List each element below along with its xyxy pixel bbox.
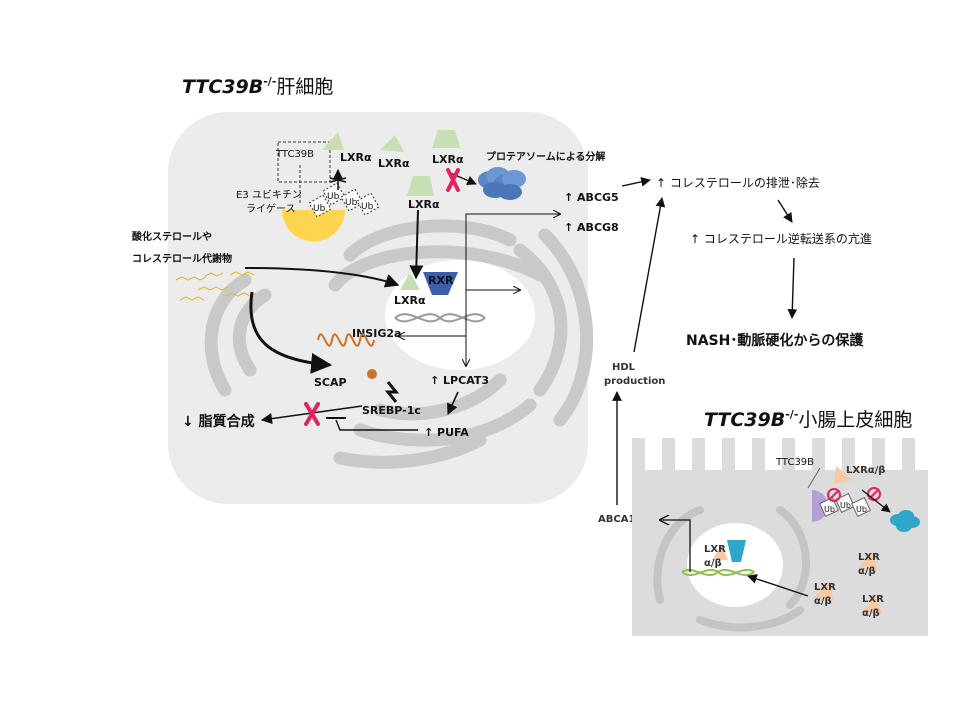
lpcat-label: ↑ LPCAT3 bbox=[430, 374, 489, 387]
intestine-degradation-arrow bbox=[861, 489, 891, 513]
pufa-inhibition bbox=[335, 419, 418, 431]
intestine-lxr-free-3: LXR bbox=[862, 594, 884, 605]
intestine-lxr-nuc-1: LXR bbox=[704, 544, 726, 555]
oxysterol-label-line1: 酸化ステロールや bbox=[132, 230, 212, 243]
liver-cell bbox=[168, 112, 594, 504]
lxr-shapes bbox=[322, 130, 460, 290]
liver-cell-body bbox=[168, 112, 588, 504]
intestine-title: TTC39B-/-小腸上皮細胞 bbox=[704, 408, 912, 431]
intestine-lxr-free-1: LXR bbox=[858, 552, 880, 563]
e3-label-line2: ライゲース bbox=[246, 203, 296, 215]
intestine-lxr-top-label: LXRα/β bbox=[846, 465, 885, 476]
intestine-cell bbox=[632, 438, 928, 636]
srebp-label: SREBP-1c bbox=[362, 404, 421, 417]
proteasome bbox=[478, 167, 526, 200]
abcg5-label: ↑ ABCG5 bbox=[564, 191, 619, 204]
intestine-rxr-shape bbox=[727, 540, 746, 562]
protection-label: NASH･動脈硬化からの保護 bbox=[686, 332, 864, 349]
excretion-to-reverse-arrow bbox=[777, 199, 793, 223]
intestine-lxr-free-2-ab: α/β bbox=[814, 596, 832, 607]
intestine-lxr-top-shape bbox=[834, 466, 852, 484]
scap-label: SCAP bbox=[314, 376, 347, 389]
intestine-ub-1: Ub bbox=[824, 505, 835, 514]
intestine-lxr-free-1-ab: α/β bbox=[858, 566, 876, 577]
intestine-lxr-free-1-shape bbox=[858, 552, 878, 570]
oxysterol-label-line2: コレステロール代謝物 bbox=[132, 252, 232, 265]
rxr-shape bbox=[423, 272, 458, 295]
intestine-lxr-free-2-shape bbox=[814, 582, 834, 600]
block-lipid-icon bbox=[304, 402, 320, 426]
intestine-lxr-nuclear-shape bbox=[712, 545, 728, 560]
liver-title: TTC39B-/-肝細胞 bbox=[182, 75, 333, 98]
srebp-shape bbox=[384, 381, 400, 403]
intestine-proteasome bbox=[890, 510, 920, 532]
lxr-label-1: LXRα bbox=[340, 151, 372, 164]
lxr-label-2: LXRα bbox=[378, 157, 410, 170]
dna-helix bbox=[394, 313, 486, 323]
degradation-arrow bbox=[447, 171, 477, 186]
intestine-lxr-free-3-ab: α/β bbox=[862, 608, 880, 619]
abcg8-label: ↑ ABCG8 bbox=[564, 221, 619, 234]
ubiquitin-chain bbox=[308, 182, 380, 218]
intestine-ub-3: Ub bbox=[856, 505, 867, 514]
hdl-label-line1: HDL bbox=[612, 362, 636, 373]
nucleus bbox=[385, 260, 535, 370]
intestine-membranes bbox=[653, 506, 810, 632]
abcg-arrow bbox=[465, 214, 560, 318]
ub-label-1: Ub bbox=[313, 204, 326, 214]
lipid-label: ↓ 脂質合成 bbox=[182, 413, 255, 430]
ttc39b-complex-box bbox=[277, 141, 331, 183]
lxr-label-3: LXRα bbox=[432, 153, 464, 166]
intestine-dna-helix bbox=[681, 569, 755, 577]
intestine-nucleus bbox=[687, 523, 783, 607]
intestine-lxr-free-3-shape bbox=[862, 596, 882, 614]
abcg-to-excretion-arrow bbox=[621, 177, 651, 187]
pufa-arrow bbox=[447, 391, 459, 416]
e3-ligase-shape bbox=[282, 210, 345, 242]
pufa-label: ↑ PUFA bbox=[424, 426, 469, 439]
intestine-block-1 bbox=[827, 488, 841, 502]
lxr-nuclear-label: LXRα bbox=[394, 294, 426, 307]
scap-protein bbox=[317, 333, 375, 347]
hdl-label-line2: production bbox=[604, 376, 665, 387]
scap-head bbox=[367, 369, 377, 379]
excretion-label: ↑ コレステロールの排泄･除去 bbox=[656, 175, 820, 190]
lxr-nuclear-arrow bbox=[409, 209, 424, 280]
ub-label-2: Ub bbox=[327, 192, 340, 202]
intestine-lxr-nuclear-arrow bbox=[747, 574, 809, 597]
er-golgi-membranes bbox=[204, 219, 594, 469]
intestine-ttc39b-label: TTC39B bbox=[775, 457, 814, 468]
ub-label-4: Ub bbox=[361, 202, 374, 212]
reverse-label: ↑ コレステロール逆転送系の亢進 bbox=[690, 231, 872, 246]
oxysterol-to-scap-arrow bbox=[249, 291, 333, 374]
ub-label-3: Ub bbox=[345, 198, 358, 208]
intestine-block-1-slash bbox=[828, 489, 840, 501]
intestine-abca1-arrow bbox=[660, 520, 691, 572]
intestine-lxr-nuc-2: α/β bbox=[704, 558, 722, 569]
reverse-to-protection-arrow bbox=[787, 257, 798, 319]
rxr-label: RXR bbox=[428, 274, 454, 287]
lxr-label-4: LXRα bbox=[408, 198, 440, 211]
intestine-lxr-free-2: LXR bbox=[814, 582, 836, 593]
hdl-to-excretion-arrow bbox=[633, 197, 666, 353]
oxysterol-to-lxr-arrow bbox=[244, 267, 400, 288]
ttc39b-label: TTC39B bbox=[275, 149, 314, 160]
e3-label-line1: E3 ユビキチン bbox=[236, 189, 302, 201]
intestine-ub-chain bbox=[819, 493, 871, 517]
intestine-ttc39b-link bbox=[807, 467, 821, 489]
blocked-mark bbox=[329, 177, 347, 183]
intestine-ub-2: Ub bbox=[840, 501, 851, 510]
block-degradation-icon bbox=[446, 168, 460, 192]
abca1-label: ABCA1 bbox=[598, 514, 635, 525]
proteasome-label: プロテアソームによる分解 bbox=[486, 150, 605, 163]
